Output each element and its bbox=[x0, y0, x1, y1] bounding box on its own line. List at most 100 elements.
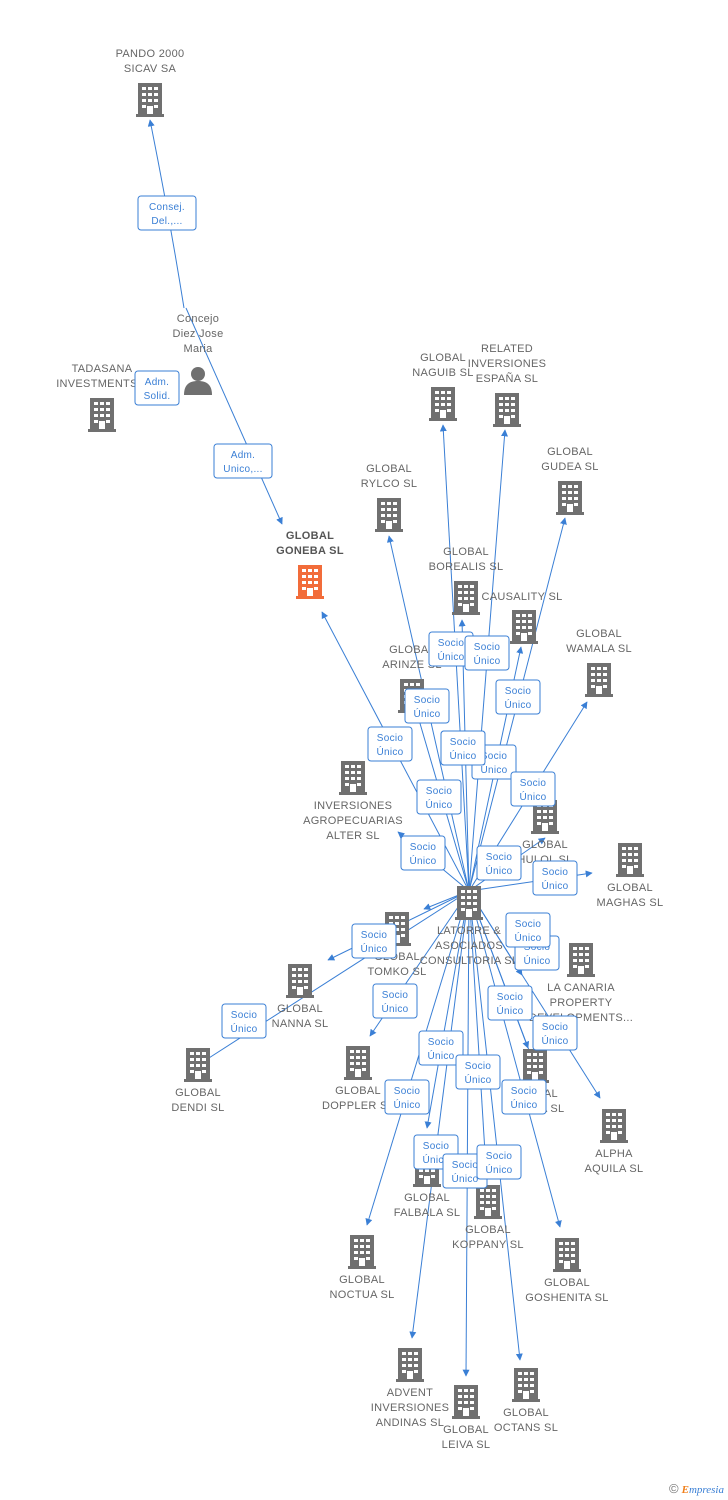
edge-label-concejo-pando-0[interactable]: Consej.Del.,... bbox=[137, 195, 197, 231]
brand-logo: Empresia bbox=[681, 1484, 724, 1496]
edge-label-concejo-tadasana-2[interactable]: Adm.Solid. bbox=[134, 370, 180, 406]
node-label: GLOBAL bbox=[335, 1085, 381, 1097]
edge-label-text: Único bbox=[480, 763, 507, 776]
person-icon bbox=[184, 367, 212, 395]
edge-label-text: Único bbox=[376, 745, 403, 758]
building-icon bbox=[556, 481, 584, 515]
building-icon bbox=[429, 387, 457, 421]
building-main-icon bbox=[296, 565, 324, 599]
node-label: NAGUIB SL bbox=[412, 367, 473, 379]
edge-label-text: Socio bbox=[382, 990, 409, 1001]
node-label: INVESTMENTS... bbox=[56, 378, 148, 390]
footer-brand: © Empresia bbox=[669, 1481, 724, 1496]
edge-label-text: Único bbox=[425, 798, 452, 811]
node-label: RELATED bbox=[481, 343, 533, 355]
node-label: GLOBAL bbox=[175, 1087, 221, 1099]
node-label: AGROPECUARIAS bbox=[303, 815, 403, 827]
edge-label-text: Socio bbox=[486, 852, 513, 863]
edge-label-text: Único bbox=[541, 879, 568, 892]
edge-latorre-falbala bbox=[424, 890, 470, 1129]
node-tadasana[interactable]: TADASANAINVESTMENTS... bbox=[56, 363, 148, 432]
node-label: GLOBAL bbox=[339, 1274, 385, 1286]
building-icon bbox=[286, 964, 314, 998]
edge-label-box bbox=[440, 730, 486, 766]
building-icon bbox=[510, 610, 538, 644]
edge-labels-layer: Consej.Del.,... Adm.Unico,... Adm.Solid. So… bbox=[134, 195, 578, 1189]
edge-label-box bbox=[532, 1015, 578, 1051]
edge-label-text: Único bbox=[473, 654, 500, 667]
edge-label-box bbox=[134, 370, 180, 406]
edge-concejo-goneba bbox=[185, 307, 283, 525]
edge-label-text: Único bbox=[523, 954, 550, 967]
edge-label-text: Único bbox=[393, 1098, 420, 1111]
node-label: GUDEA SL bbox=[541, 461, 598, 473]
building-icon bbox=[455, 886, 483, 920]
edge-label-concejo-goneba-1[interactable]: Adm.Unico,... bbox=[213, 443, 273, 479]
building-icon bbox=[452, 581, 480, 615]
edge-label-text: Único bbox=[504, 698, 531, 711]
edge-label-text: Único bbox=[360, 942, 387, 955]
building-icon bbox=[585, 663, 613, 697]
edge-label-text: Socio bbox=[423, 1141, 450, 1152]
node-label: CONSULTORIA SL bbox=[420, 955, 519, 967]
edge-label-text: Socio bbox=[414, 695, 441, 706]
edge-label-box bbox=[487, 985, 533, 1021]
edge-label-text: Del.,... bbox=[151, 216, 182, 227]
node-label: ASOCIADOS bbox=[435, 940, 503, 952]
building-icon bbox=[512, 1368, 540, 1402]
node-label: PROPERTY bbox=[550, 997, 613, 1009]
node-label: ANDINAS SL bbox=[376, 1417, 444, 1429]
node-label: GOSHENITA SL bbox=[525, 1292, 608, 1304]
edge-label-text: Unico,... bbox=[223, 464, 262, 475]
node-causality[interactable]: CAUSALITY SL bbox=[481, 591, 562, 644]
